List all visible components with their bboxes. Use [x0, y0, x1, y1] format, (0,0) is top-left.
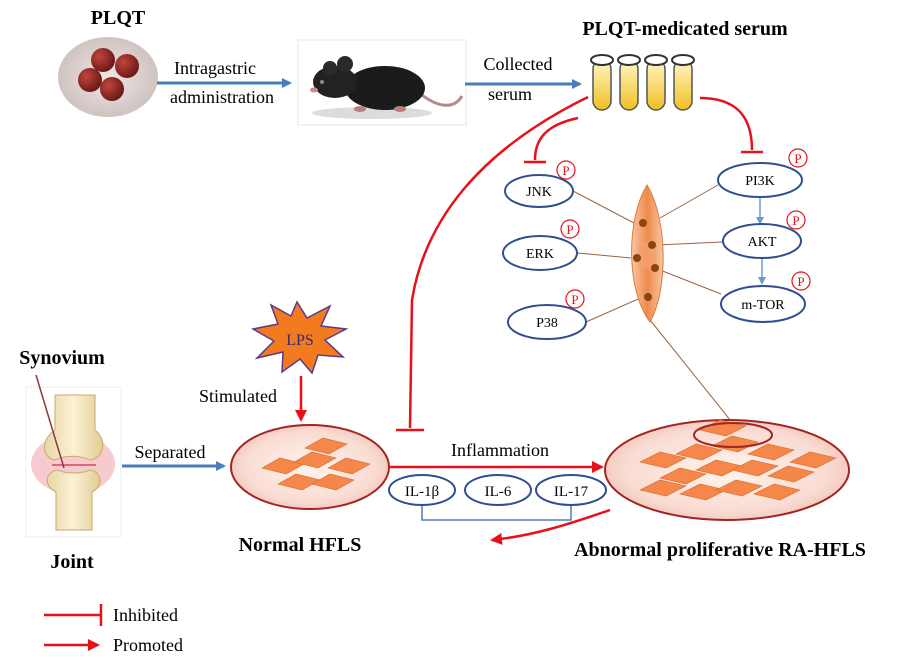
- svg-text:P: P: [797, 274, 804, 289]
- jnk-node: JNK: [504, 174, 574, 208]
- normal-hfls-label: Normal HFLS: [239, 534, 362, 556]
- inflammation-label: Inflammation: [451, 440, 549, 460]
- pill-plate-icon: [58, 37, 158, 117]
- svg-text:PI3K: PI3K: [745, 174, 775, 189]
- svg-text:AKT: AKT: [748, 235, 777, 250]
- phospho-icon: P: [786, 210, 806, 230]
- svg-text:P: P: [562, 163, 569, 178]
- lps-burst-icon: LPS: [250, 300, 349, 375]
- ra-hfls-icon: [604, 419, 850, 521]
- feedback-arrow: [490, 508, 611, 545]
- stimulated-label: Stimulated: [199, 386, 277, 406]
- phospho-icon: P: [560, 219, 580, 239]
- cytokine-il6: IL-6: [464, 474, 532, 506]
- legend-promoted-label: Promoted: [113, 635, 183, 655]
- serum-tubes-icon: [590, 54, 695, 111]
- cytokine-bracket: [421, 506, 572, 521]
- separated-label: Separated: [135, 442, 206, 462]
- akt-node: AKT: [722, 223, 802, 259]
- synovium-label: Synovium: [19, 347, 105, 369]
- svg-text:P: P: [794, 151, 801, 166]
- synovium-pointer: [35, 374, 65, 469]
- route-label-line2: administration: [170, 87, 274, 107]
- svg-text:P38: P38: [536, 316, 558, 331]
- phospho-icon: P: [565, 289, 585, 309]
- svg-text:m-TOR: m-TOR: [741, 298, 785, 313]
- svg-text:IL-1β: IL-1β: [405, 484, 439, 500]
- mouse-icon: [297, 39, 467, 126]
- route-label-line1: Intragastric: [174, 58, 256, 78]
- mtor-node: m-TOR: [720, 285, 806, 323]
- cytokines: IL-1β IL-6 IL-17: [388, 474, 607, 506]
- cytokine-il17: IL-17: [535, 474, 607, 506]
- joint-label: Joint: [50, 551, 94, 573]
- plqt-title: PLQT: [91, 7, 146, 29]
- serum-title: PLQT-medicated serum: [582, 18, 788, 40]
- pi3k-node: PI3K: [717, 162, 803, 198]
- legend: Inhibited Promoted: [44, 604, 183, 655]
- svg-text:IL-17: IL-17: [554, 484, 589, 500]
- p38-node: P38: [507, 304, 587, 340]
- svg-text:JNK: JNK: [526, 185, 552, 200]
- svg-text:IL-6: IL-6: [485, 484, 512, 500]
- svg-text:P: P: [571, 292, 578, 307]
- pathway-nodes: JNK ERK P38 PI3K AKT m-TOR: [502, 162, 806, 340]
- lps-label: LPS: [286, 332, 314, 349]
- erk-node: ERK: [502, 235, 578, 271]
- cytokine-il1b: IL-1β: [388, 474, 456, 506]
- ra-hfls-label: Abnormal proliferative RA-HFLS: [574, 539, 866, 561]
- svg-text:ERK: ERK: [526, 247, 554, 262]
- phospho-icon: P: [556, 160, 576, 180]
- collected-label-line2: serum: [488, 84, 532, 104]
- connector-lines: [572, 184, 736, 427]
- collected-label-line1: Collected: [484, 54, 553, 74]
- normal-hfls-icon: [230, 424, 390, 510]
- joint-icon: [25, 386, 122, 538]
- phospho-markers: P P P P P P: [556, 148, 811, 309]
- cell-icon: [631, 184, 664, 323]
- svg-text:P: P: [792, 213, 799, 228]
- svg-text:P: P: [566, 222, 573, 237]
- phospho-icon: P: [788, 148, 808, 168]
- legend-inhibited-label: Inhibited: [113, 605, 178, 625]
- inhibition-lines: [396, 95, 763, 432]
- phospho-icon: P: [791, 271, 811, 291]
